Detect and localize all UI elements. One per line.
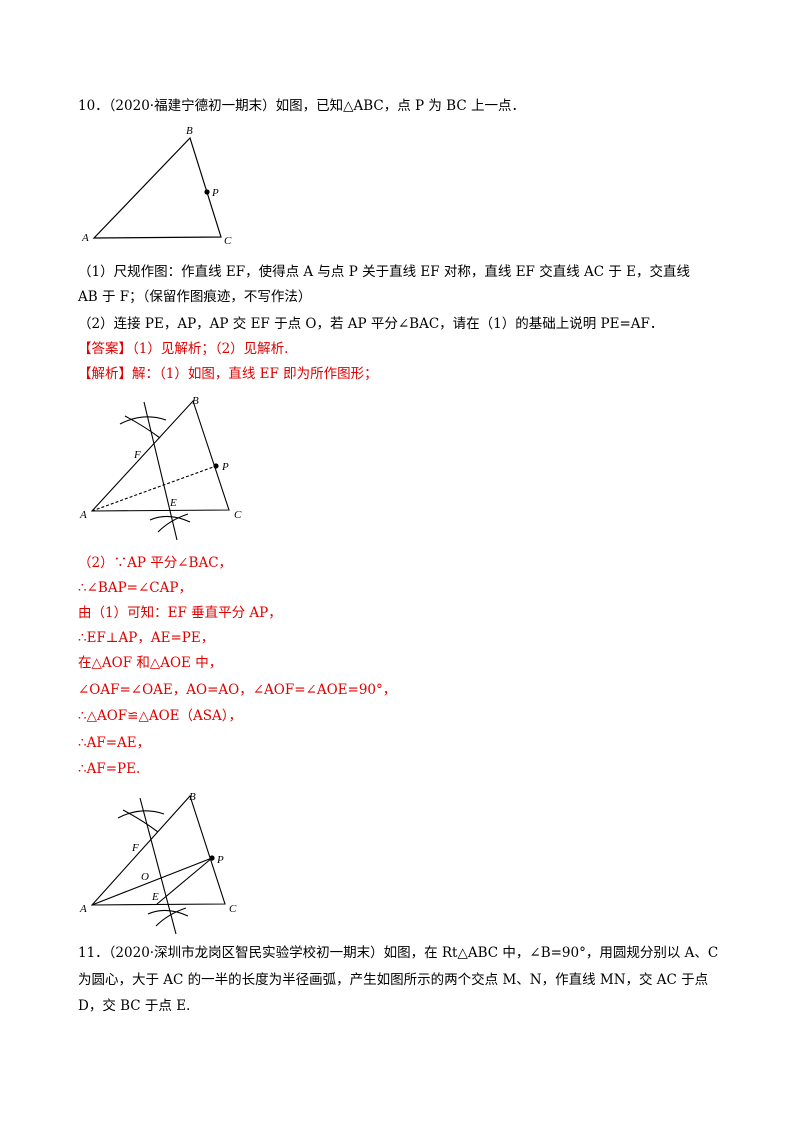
proof-line-7: ∴△AOF≌△AOE（ASA）， — [78, 708, 243, 724]
label-o: O — [141, 871, 149, 883]
arc-lower-2 — [155, 907, 187, 927]
triangle-abc — [92, 136, 222, 239]
q10-answer: 【答案】（1）见解析；（2）见解析. — [78, 341, 289, 357]
label-p: P — [221, 461, 229, 473]
arc-upper — [117, 810, 165, 819]
figure-triangle-abc: A B C P — [81, 126, 232, 246]
q11-line2: 为圆心，大于 AC 的一半的长度为半径画弧，产生如图所示的两个交点 M、N，作直… — [78, 972, 709, 988]
label-c: C — [229, 903, 237, 915]
segment-pe — [156, 857, 213, 905]
proof-line-9: ∴AF=PE. — [78, 761, 141, 777]
arc-upper-2 — [124, 415, 161, 439]
q10-analysis: 【解析】解：（1）如图，直线 EF 即为所作图形； — [78, 366, 378, 382]
label-a: A — [81, 232, 89, 244]
arc-upper-2 — [122, 809, 159, 833]
arc-lower — [147, 909, 189, 917]
label-c: C — [224, 235, 232, 246]
proof-line-6: ∠OAF=∠OAE，AO=AO，∠AOF=∠AOE=90°， — [78, 682, 397, 698]
label-b: B — [189, 791, 196, 803]
arc-upper — [119, 416, 167, 425]
arc-lower — [149, 515, 191, 523]
line-ef — [143, 401, 178, 541]
figure-construction-o: A B C P F O E — [79, 791, 237, 935]
q11-line3: D，交 BC 于点 E. — [78, 998, 191, 1014]
label-p: P — [216, 854, 224, 866]
proof-line-3: 由（1）可知：EF 垂直平分 AP， — [78, 605, 282, 621]
point-p — [213, 463, 219, 469]
q10-part1-line1: （1）尺规作图：作直线 EF，使得点 A 与点 P 关于直线 EF 对称，直线 … — [78, 264, 691, 280]
q11-line1: 11．（2020·深圳市龙岗区智民实验学校初一期末）如图，在 Rt△ABC 中，… — [78, 945, 719, 961]
label-a: A — [79, 509, 87, 521]
proof-line-5: 在△AOF 和△AOE 中， — [78, 655, 223, 671]
segment-ap — [91, 857, 213, 906]
proof-line-2: ∴∠BAP=∠CAP， — [78, 580, 192, 596]
proof-line-8: ∴AF=AE， — [78, 735, 151, 751]
proof-line-1: （2）∵AP 平分∠BAC， — [78, 555, 233, 571]
label-f: F — [131, 842, 139, 854]
line-ef — [139, 797, 177, 935]
label-e: E — [169, 497, 177, 509]
q10-part1-line2: AB 于 F；（保留作图痕迹，不写作法） — [78, 289, 312, 305]
label-c: C — [234, 509, 242, 521]
proof-line-4: ∴EF⊥AP，AE=PE， — [78, 630, 215, 646]
label-f: F — [133, 449, 141, 461]
arc-lower-2 — [157, 513, 189, 533]
q10-stem: 10．（2020·福建宁德初一期末）如图，已知△ABC，点 P 为 BC 上一点… — [78, 98, 525, 114]
segment-ap — [91, 465, 217, 512]
label-b: B — [186, 126, 193, 137]
q10-part2: （2）连接 PE，AP，AP 交 EF 于点 O，若 AP 平分∠BAC，请在（… — [78, 316, 664, 332]
point-p — [209, 855, 215, 861]
triangle-abc — [90, 794, 226, 906]
figure-construction-ef: A B C P F E — [79, 395, 242, 541]
label-b: B — [192, 395, 199, 407]
triangle-abc — [90, 399, 230, 512]
label-p: P — [211, 187, 219, 199]
label-e: E — [151, 891, 159, 903]
point-p — [204, 189, 210, 195]
label-a: A — [79, 903, 87, 915]
